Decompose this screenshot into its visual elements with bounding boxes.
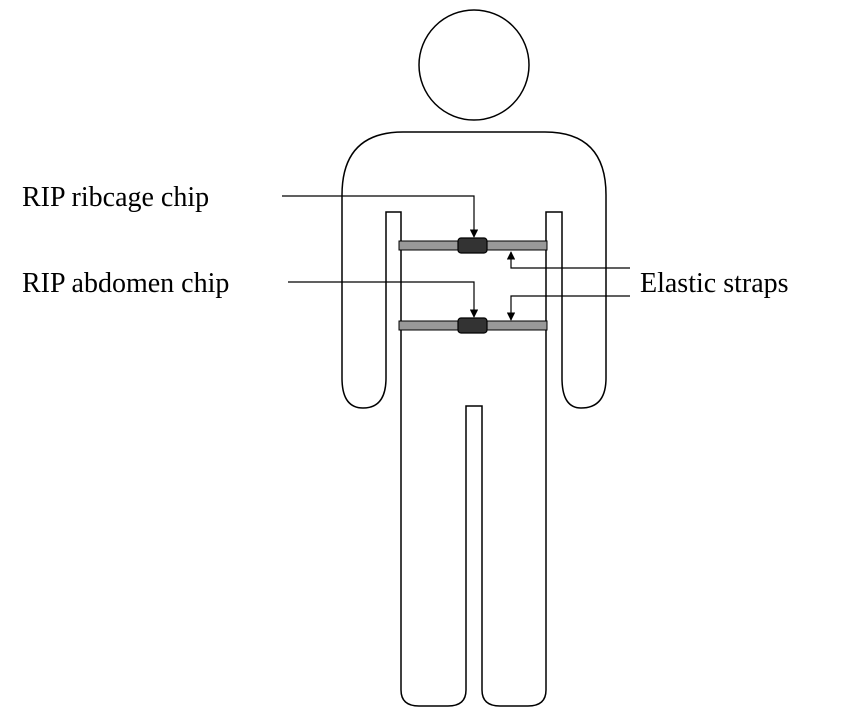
head-outline bbox=[419, 10, 529, 120]
ribcage-chip bbox=[458, 238, 487, 253]
elastic-straps-label: Elastic straps bbox=[640, 268, 789, 299]
ribcage-chip-label: RIP ribcage chip bbox=[22, 182, 209, 213]
abdomen-chip-label: RIP abdomen chip bbox=[22, 268, 229, 299]
abdomen-chip bbox=[458, 318, 487, 333]
